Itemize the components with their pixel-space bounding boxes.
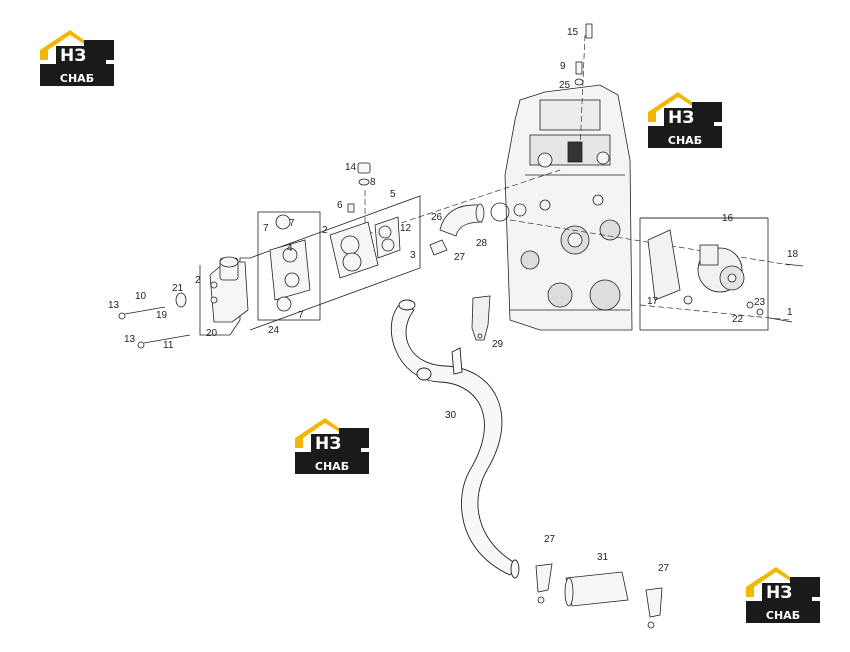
label-18: 18 [787, 249, 799, 260]
svg-text:НЗ: НЗ [60, 46, 86, 66]
label-1: 1 [787, 307, 793, 318]
svg-text:СНАБ: СНАБ [315, 460, 349, 473]
label-25: 25 [559, 80, 571, 91]
label-5: 5 [390, 189, 396, 200]
label-8: 8 [370, 177, 376, 188]
label-28: 28 [476, 238, 488, 249]
part-number-labels: 1 2 2 3 4 5 6 7 7 7 8 9 10 11 12 13 13 1… [108, 27, 799, 574]
label-27: 27 [544, 534, 556, 545]
water-pipe [391, 299, 520, 579]
brand-logo-bottom-right: НЗ СНАБ [746, 567, 820, 623]
label-23: 23 [754, 297, 766, 308]
label-12: 12 [400, 223, 412, 234]
label-7: 7 [298, 310, 304, 321]
label-7: 7 [263, 223, 269, 234]
label-7: 7 [289, 218, 295, 229]
label-30: 30 [445, 410, 457, 421]
bolts [118, 263, 804, 349]
svg-text:НЗ: НЗ [315, 434, 341, 454]
svg-text:СНАБ: СНАБ [668, 134, 702, 147]
engine-block [504, 84, 633, 331]
label-13: 13 [124, 334, 136, 345]
label-29: 29 [492, 339, 504, 350]
label-31: 31 [597, 552, 609, 563]
label-3: 3 [410, 250, 416, 261]
label-17: 17 [647, 296, 659, 307]
label-16: 16 [722, 213, 734, 224]
label-22: 22 [732, 314, 744, 325]
brand-logo-top-left: НЗ СНАБ [40, 30, 114, 86]
label-11: 11 [163, 340, 174, 351]
label-20: 20 [206, 328, 218, 339]
label-14: 14 [345, 162, 357, 173]
pipe-bracket [471, 295, 491, 341]
brand-logo-top-right: НЗ СНАБ [648, 92, 722, 148]
svg-text:СНАБ: СНАБ [766, 609, 800, 622]
label-24: 24 [268, 325, 280, 336]
label-2: 2 [322, 225, 328, 236]
thermostat-assembly [175, 23, 593, 323]
label-13: 13 [108, 300, 120, 311]
label-27: 27 [658, 563, 670, 574]
svg-text:СНАБ: СНАБ [60, 72, 94, 85]
label-9: 9 [560, 61, 566, 72]
water-pump [647, 229, 764, 316]
hose-clamps [429, 239, 663, 629]
label-2: 2 [195, 275, 201, 286]
label-10: 10 [135, 291, 147, 302]
brand-logo-middle: НЗ СНАБ [295, 418, 369, 474]
label-19: 19 [156, 310, 168, 321]
label-21: 21 [172, 283, 184, 294]
svg-text:НЗ: НЗ [766, 583, 792, 603]
label-26: 26 [431, 212, 443, 223]
label-15: 15 [567, 27, 579, 38]
label-4: 4 [287, 243, 293, 254]
label-27: 27 [454, 252, 466, 263]
group-frames [199, 195, 769, 336]
elbow-hose [439, 202, 510, 237]
svg-text:НЗ: НЗ [668, 108, 694, 128]
label-6: 6 [337, 200, 343, 211]
